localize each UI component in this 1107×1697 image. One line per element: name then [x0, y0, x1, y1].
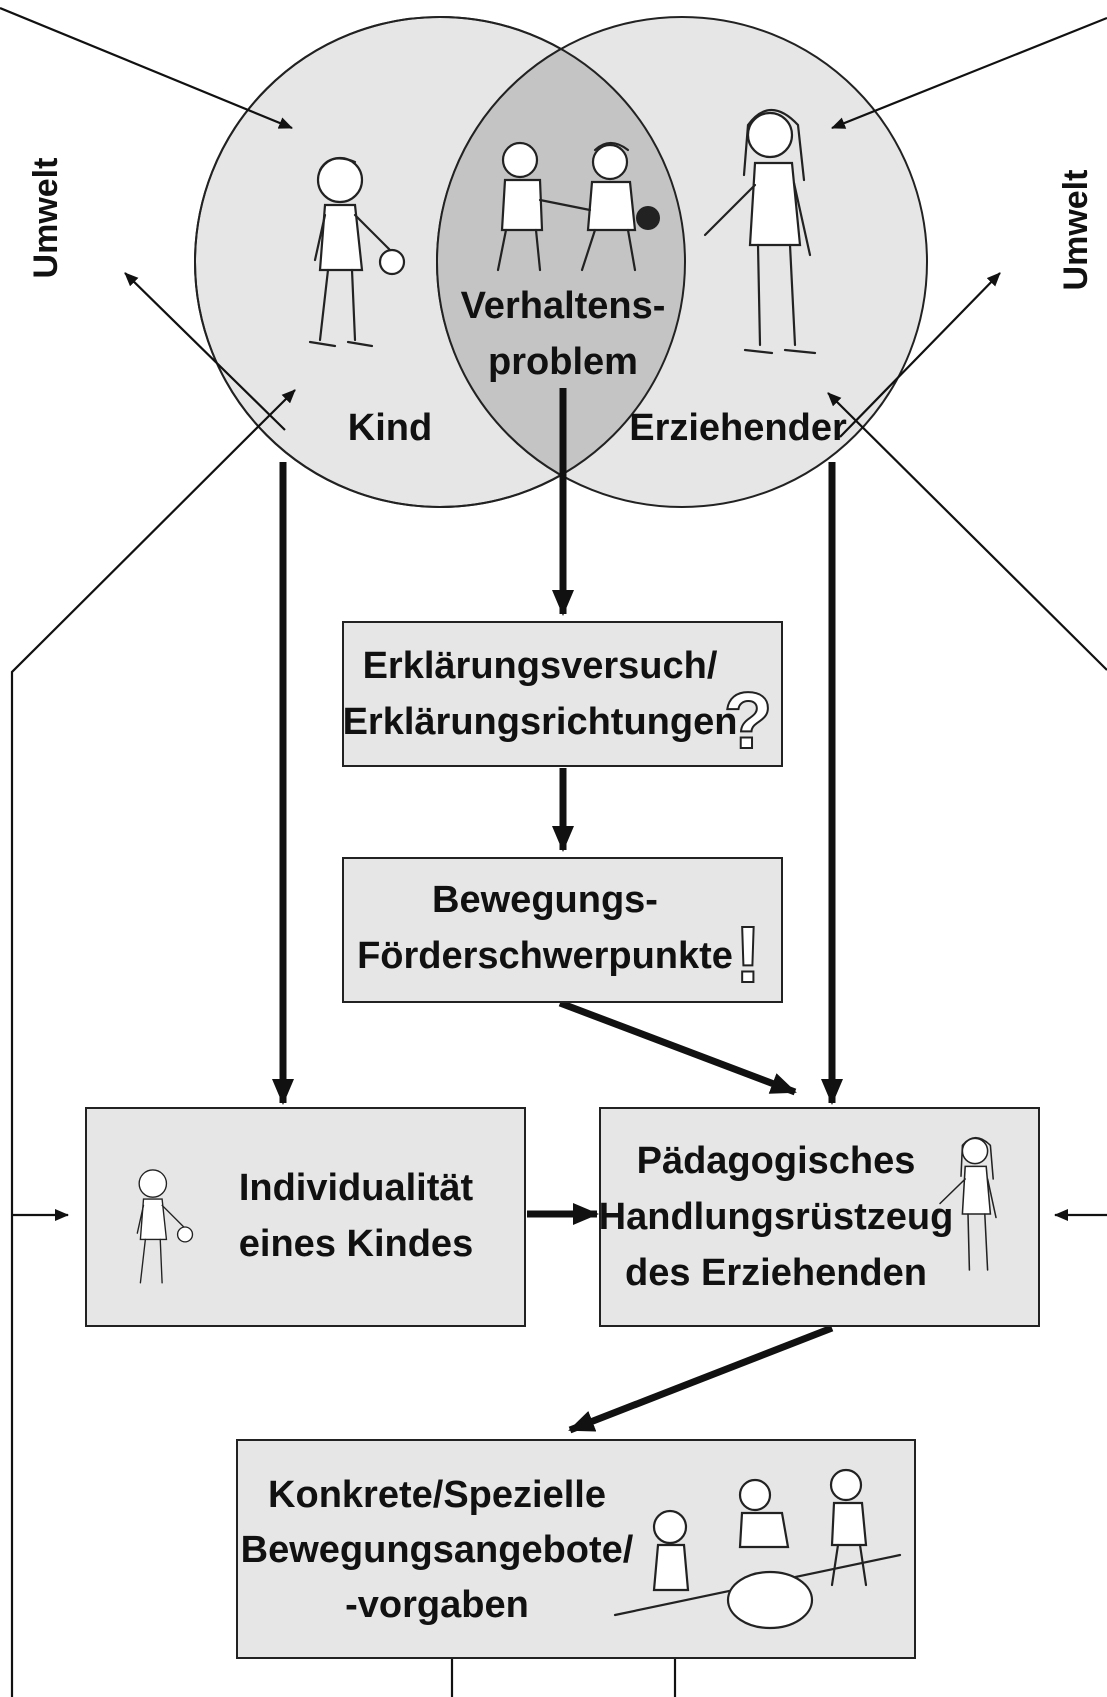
overlap-label-line2: problem [488, 341, 638, 383]
question-mark-icon: ? [724, 676, 773, 765]
educator-figure [703, 109, 817, 355]
offers-line2: Bewegungsangebote/ [241, 1529, 634, 1571]
arrow-child-to-env [124, 272, 286, 431]
toolkit-line1: Pädagogisches [637, 1140, 916, 1182]
child-figure [308, 156, 406, 348]
explanation-line2: Erklärungsrichtungen [343, 701, 738, 743]
environment-label-left: Umwelt [27, 158, 65, 279]
seesaw-children-figure [613, 1468, 902, 1630]
explanation-box [342, 621, 783, 767]
arrow-focus-to-toolkit [558, 999, 797, 1096]
child-small-figure [136, 1169, 194, 1284]
focus-line2: Förderschwerpunkte [357, 935, 733, 977]
offers-line3: -vorgaben [345, 1584, 529, 1626]
overlap-region [436, 17, 685, 507]
arrow-educator-to-env [839, 272, 1001, 438]
exclamation-mark-icon: ! [735, 910, 762, 999]
arrow-env-to-educator [831, 16, 1107, 130]
individuality-line1: Individualität [239, 1167, 474, 1209]
educator-small-figure [939, 1136, 997, 1271]
arrow-toolkit-to-offers [568, 1324, 834, 1434]
offers-box [236, 1439, 916, 1659]
toolkit-line3: des Erziehenden [625, 1252, 927, 1294]
environment-label-right: Umwelt [1057, 170, 1095, 291]
individuality-line2: eines Kindes [239, 1223, 473, 1265]
toolkit-line2: Handlungsrüstzeug [599, 1196, 954, 1238]
child-circle-label: Kind [348, 407, 432, 449]
explanation-line1: Erklärungsversuch/ [363, 645, 718, 687]
arrow-env-to-child [0, 6, 293, 130]
focus-line1: Bewegungs- [432, 879, 658, 921]
two-children-figure [496, 141, 660, 272]
overlap-label-line1: Verhaltens- [461, 285, 666, 327]
focus-box [342, 857, 783, 1003]
educator-circle-label: Erziehender [629, 407, 847, 449]
offers-line1: Konkrete/Spezielle [268, 1474, 606, 1516]
left-feedback-line [10, 389, 296, 1697]
arrow-env-right-to-educator [827, 392, 1107, 671]
